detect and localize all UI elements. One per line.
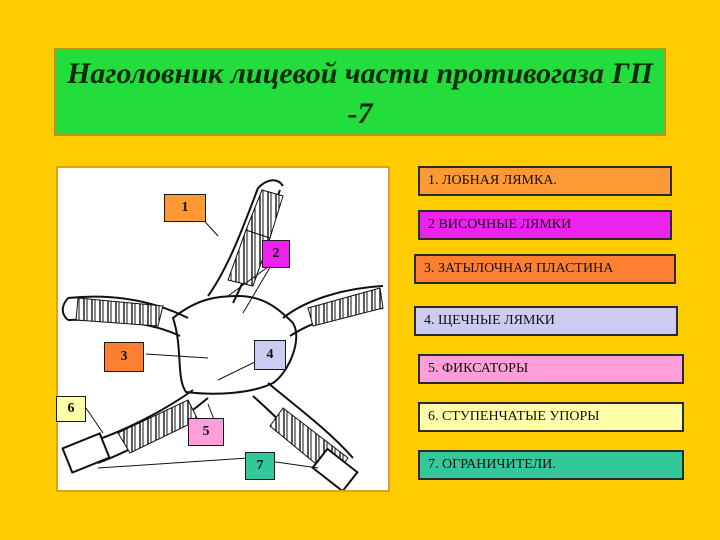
title-line-2: -7: [347, 97, 373, 130]
marker-4: 4: [254, 340, 286, 370]
legend-item-fixators: 5. ФИКСАТОРЫ: [418, 354, 684, 384]
legend-item-limiters: 7. ОГРАНИЧИТЕЛИ.: [418, 450, 684, 480]
marker-7: 7: [245, 452, 275, 480]
legend-item-cheek-straps: 4. ЩЕЧНЫЕ ЛЯМКИ: [414, 306, 678, 336]
gas-mask-headgear-diagram-icon: [61, 179, 384, 490]
marker-5: 5: [188, 418, 224, 446]
left-end-tip: [61, 432, 111, 474]
right-end-tip: [311, 447, 359, 490]
legend-item-occipital-plate: 3. ЗАТЫЛОЧНАЯ ПЛАСТИНА: [414, 254, 676, 284]
legend-item-step-stops: 6. СТУПЕНЧАТЫЕ УПОРЫ: [418, 402, 684, 432]
legend-item-temple-straps: 2 ВИСОЧНЫЕ ЛЯМКИ: [418, 210, 672, 240]
marker-2: 2: [262, 240, 290, 268]
title-line-1: Наголовник лицевой части противогаза ГП: [67, 57, 653, 90]
marker-1: 1: [164, 194, 206, 222]
legend-item-frontal-strap: 1. ЛОБНАЯ ЛЯМКА.: [418, 166, 672, 196]
marker-3: 3: [104, 342, 144, 372]
title-banner: Наголовник лицевой части противогаза ГП …: [54, 48, 666, 136]
marker-6: 6: [56, 396, 86, 422]
